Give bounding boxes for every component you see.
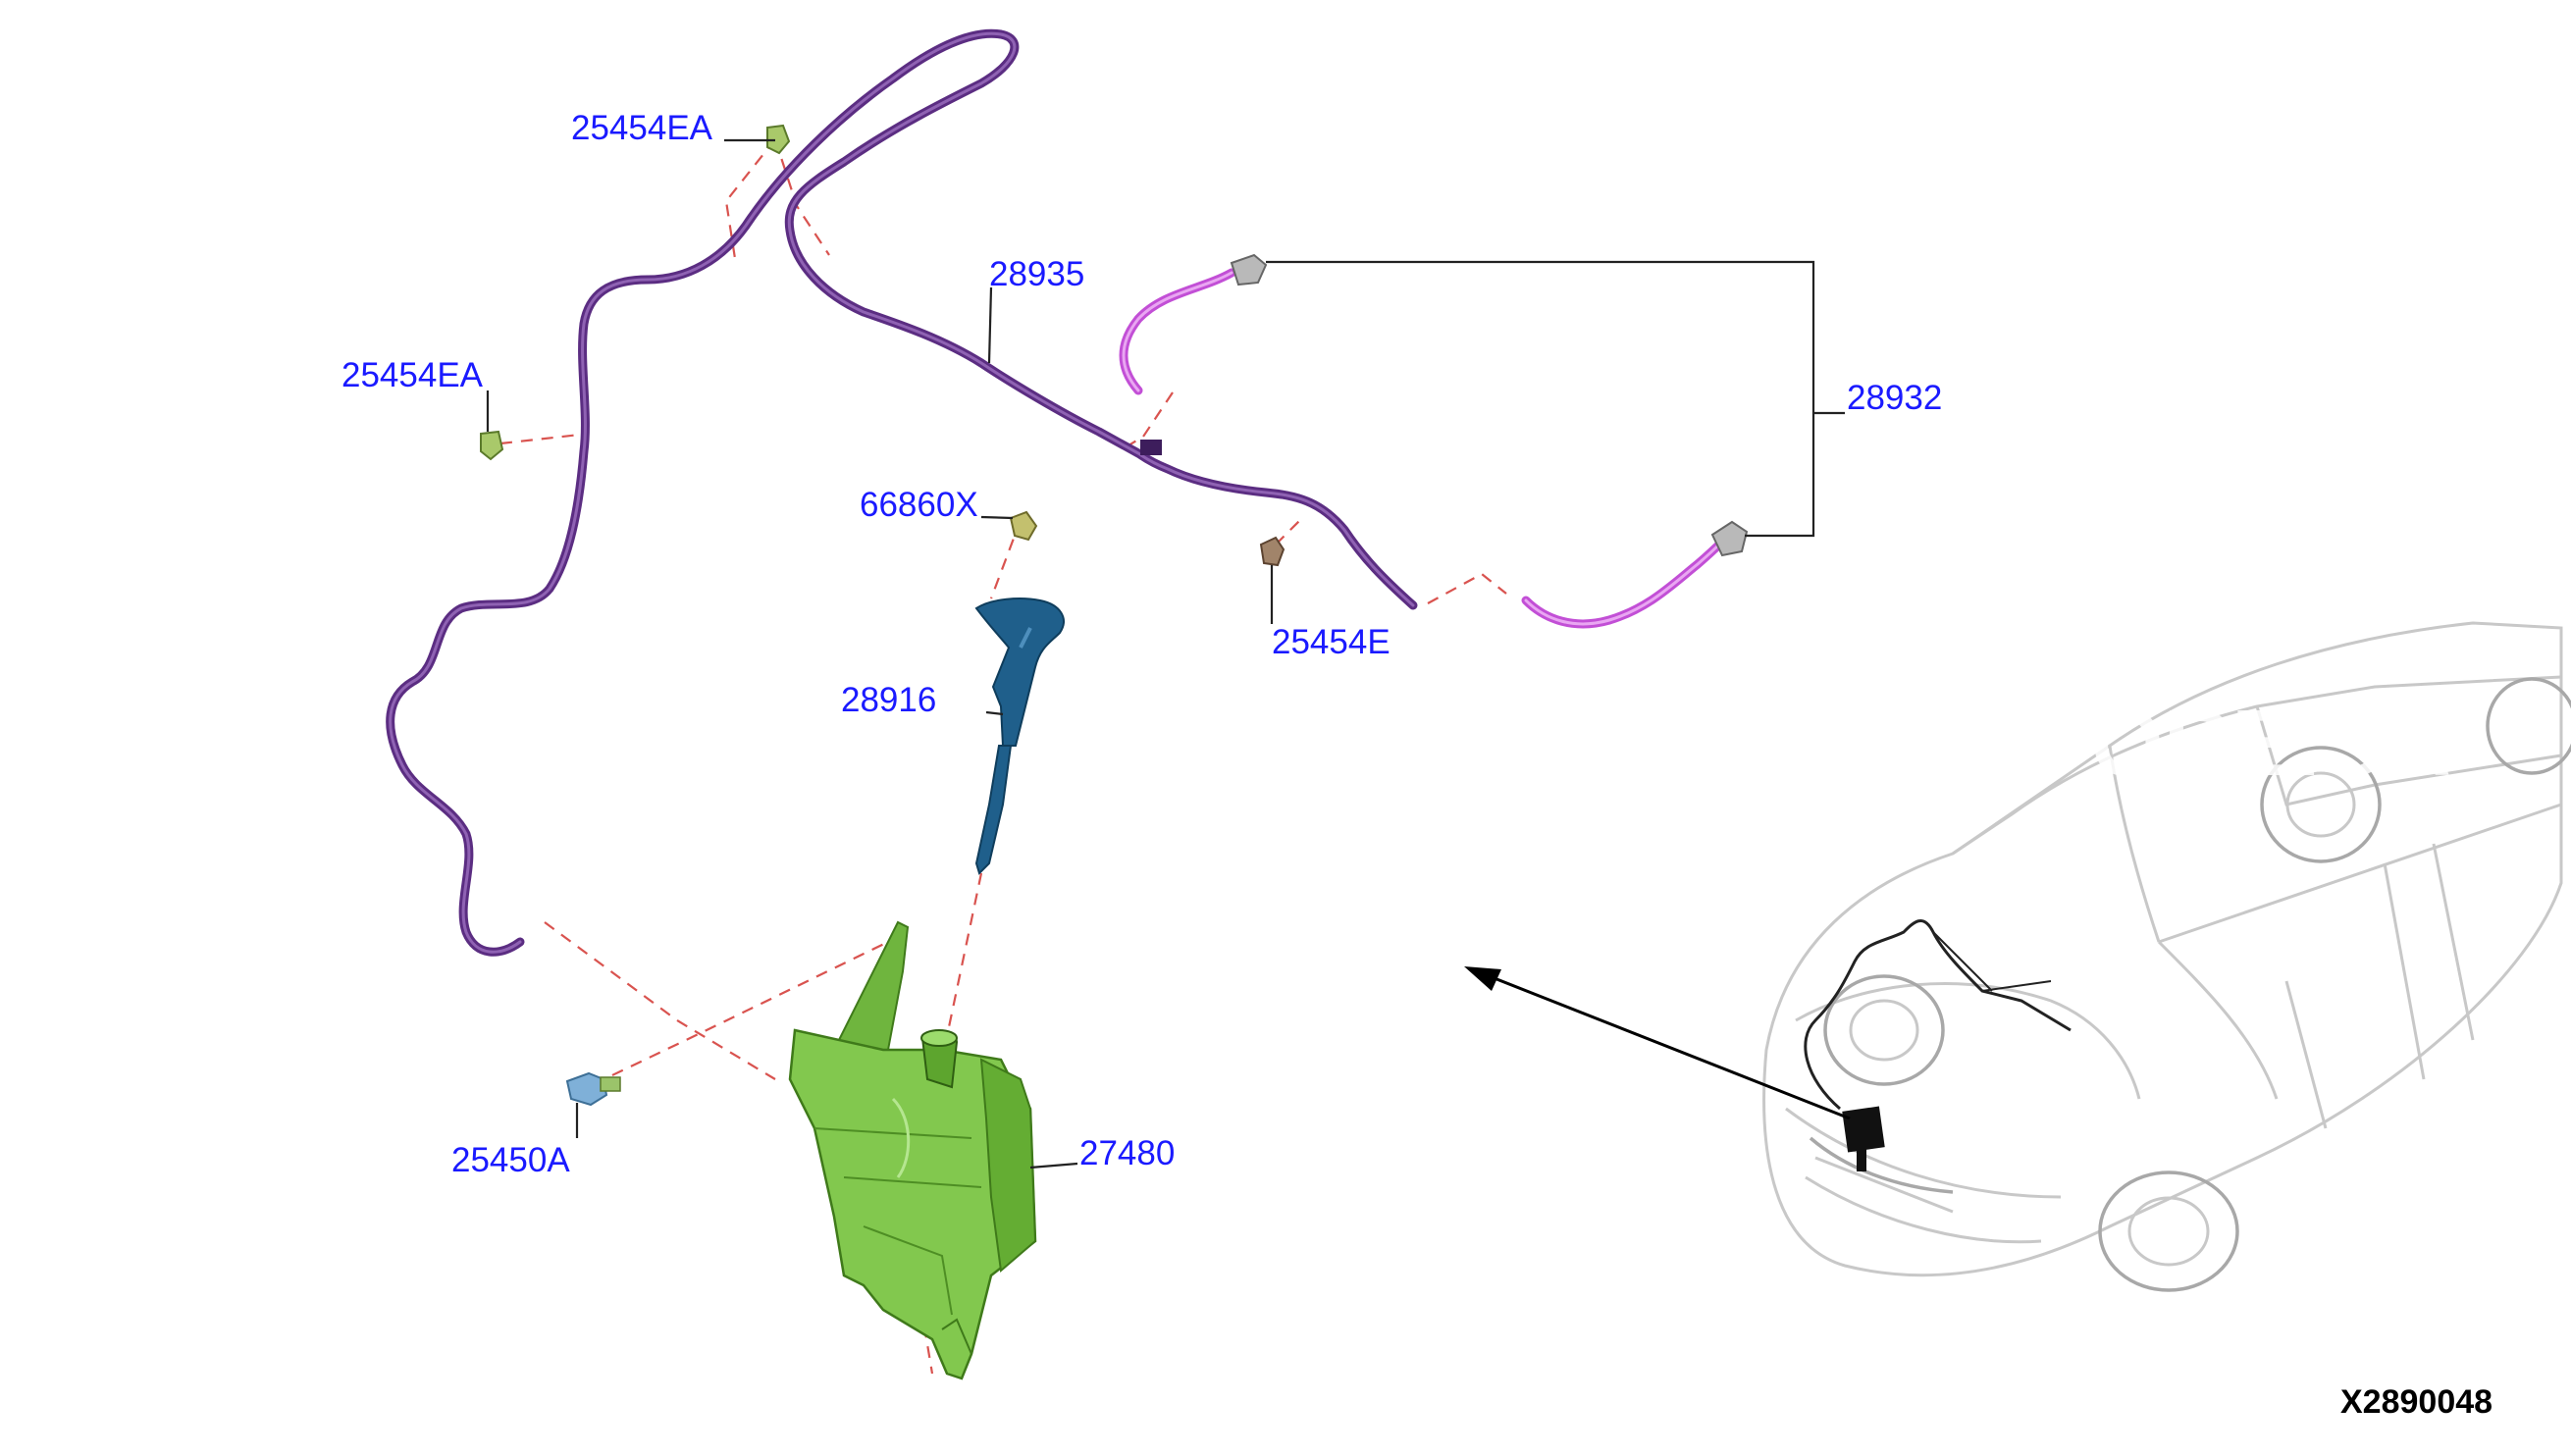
callout-grommet: 25450A: [451, 1141, 570, 1179]
filler-neck: [974, 598, 1065, 875]
figure-id: X2890048: [2340, 1383, 2492, 1421]
nozzle-connector-upper: [1230, 253, 1268, 286]
callout-filler-neck: 28916: [841, 681, 936, 719]
main-washer-hose: [386, 28, 1418, 957]
nozzle-hoses: [1119, 253, 1749, 629]
clip-top: [766, 124, 791, 155]
callout-clip-top: 25454EA: [571, 109, 713, 147]
callout-tank: 27480: [1079, 1134, 1175, 1172]
callouts: 25454EA 25454EA 28935 28932 66860X 25454…: [341, 109, 1942, 1179]
vehicle-washer-routing: [1804, 919, 2072, 1171]
callout-clip-left: 25454EA: [341, 356, 484, 394]
clip-left: [480, 430, 504, 461]
nozzle-connector-lower: [1710, 520, 1749, 557]
washer-tank: [788, 920, 1037, 1380]
callout-clip-small: 66860X: [860, 486, 978, 524]
callout-clip-right: 25454E: [1272, 623, 1390, 661]
clip-right: [1259, 536, 1286, 567]
location-arrow: [1464, 966, 1851, 1120]
watermark: ORE.SA: [2090, 691, 2451, 796]
clip-small: [1009, 510, 1038, 542]
callout-nozzle-hose: 28932: [1847, 379, 1942, 417]
grommet: [565, 1071, 621, 1107]
callout-main-hose: 28935: [989, 255, 1084, 293]
vehicle-location-view: [1762, 621, 2571, 1292]
